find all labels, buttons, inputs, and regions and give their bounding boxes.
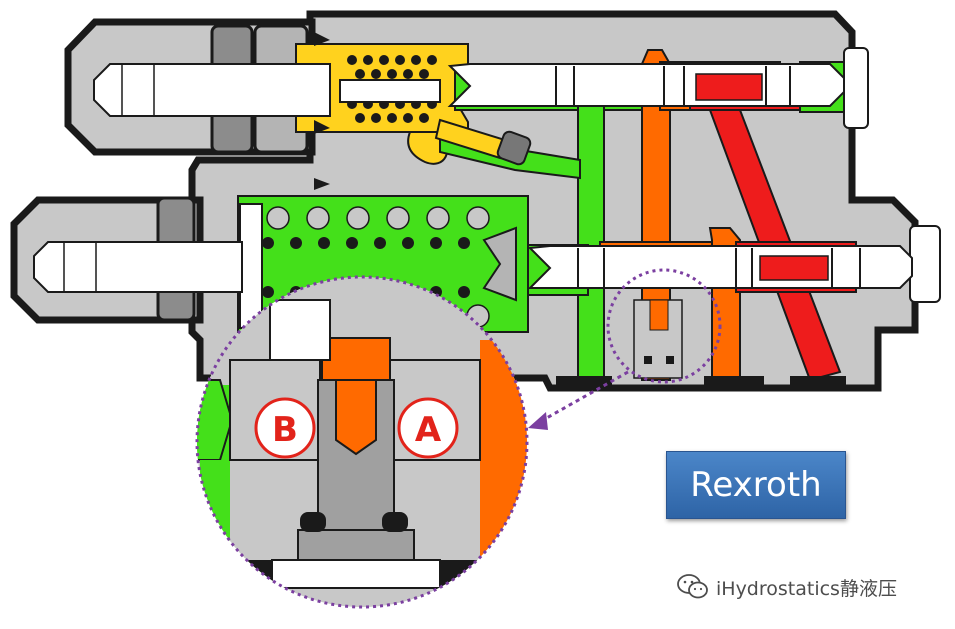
shuttle-valve-detail bbox=[633, 299, 683, 379]
zoom-arrow-head bbox=[528, 412, 548, 430]
upper-spool-red-land bbox=[695, 73, 763, 101]
rexroth-logo: Rexroth bbox=[666, 451, 846, 519]
pilot-line-cap bbox=[496, 130, 532, 166]
upper-right-cap bbox=[843, 47, 869, 129]
port-a-label: A bbox=[415, 410, 442, 450]
port-b-label: B bbox=[272, 410, 298, 450]
bottom-port-plates bbox=[556, 376, 846, 386]
lower-spool bbox=[527, 245, 913, 289]
watermark-text: iHydrostatics静液压 bbox=[716, 577, 897, 600]
upper-piston bbox=[339, 79, 441, 103]
brand-name: Rexroth bbox=[690, 465, 822, 505]
lower-adjust-screw bbox=[33, 241, 243, 293]
zoom-arrow-line bbox=[535, 370, 629, 426]
upper-spool bbox=[447, 63, 845, 107]
wechat-icon bbox=[677, 574, 708, 599]
port-b-marker bbox=[254, 397, 316, 459]
port-a-marker bbox=[397, 397, 459, 459]
watermark: iHydrostatics静液压 bbox=[676, 570, 897, 604]
zoom-circle-outline bbox=[195, 275, 529, 609]
lower-right-cap bbox=[909, 225, 941, 303]
lower-spring-plate bbox=[239, 203, 263, 329]
lower-spool-red-land bbox=[759, 255, 829, 281]
upper-adjust-screw bbox=[93, 63, 331, 117]
screw-heads bbox=[314, 32, 330, 190]
detail-highlight-circle bbox=[606, 268, 722, 384]
lower-poppet bbox=[482, 226, 517, 302]
